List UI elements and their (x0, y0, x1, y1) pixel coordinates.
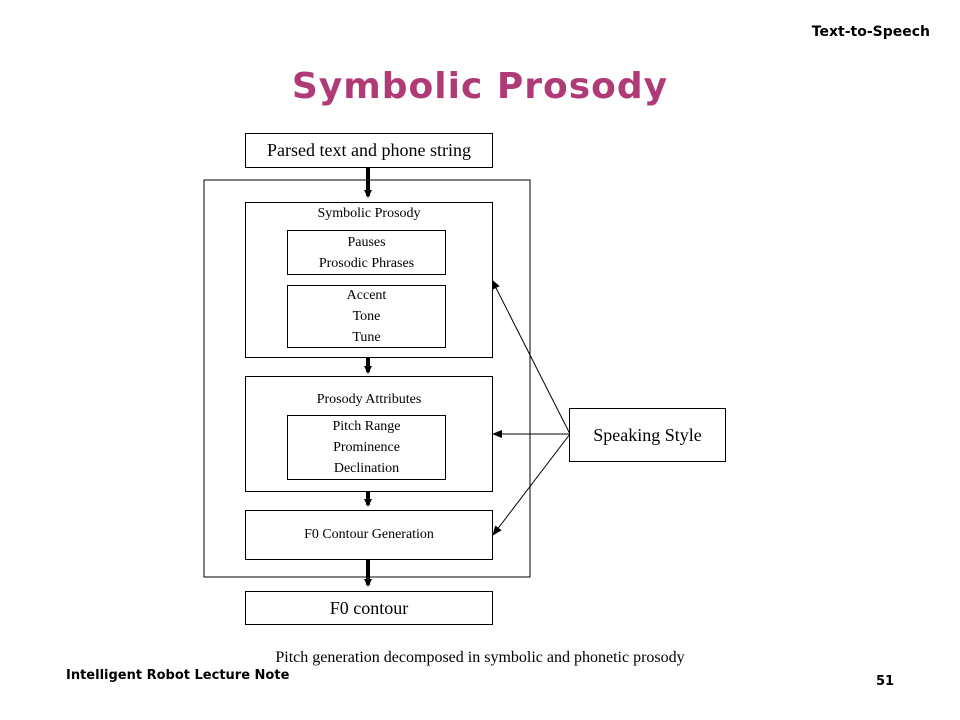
pauses-line: Pauses (347, 234, 386, 250)
accent-box: Accent Tone Tune (287, 285, 446, 348)
symbolic-prosody-label: Symbolic Prosody (317, 206, 421, 221)
arrow-style-to-f0 (492, 433, 571, 536)
speaking-style-label: Speaking Style (593, 424, 702, 445)
f0-generation-label: F0 Contour Generation (304, 527, 434, 542)
tone-line: Tone (352, 309, 381, 324)
page-number: 51 (876, 674, 895, 689)
prosodic-phrases-line: Prosodic Phrases (318, 255, 415, 271)
declination-line: Declination (333, 461, 400, 476)
footer-course: Intelligent Robot Lecture Note (66, 668, 290, 683)
prosody-attributes-label: Prosody Attributes (316, 392, 422, 407)
arrow-style-to-symbolic (491, 279, 571, 435)
prominence-line: Prominence (333, 440, 400, 455)
accent-line: Accent (346, 288, 387, 303)
f0-generation-box: F0 Contour Generation (245, 510, 493, 560)
pitch-range-line: Pitch Range (332, 419, 401, 434)
output-box-label: F0 contour (329, 597, 409, 618)
pitch-range-box: Pitch Range Prominence Declination (287, 415, 446, 480)
pauses-box: Pauses Prosodic Phrases (287, 230, 446, 275)
input-box-label: Parsed text and phone string (267, 140, 471, 160)
output-box: F0 contour (245, 591, 493, 625)
header-topic: Text-to-Speech (811, 24, 930, 40)
speaking-style-box: Speaking Style (569, 408, 726, 462)
diagram-caption: Pitch generation decomposed in symbolic … (275, 649, 685, 666)
slide-title: Symbolic Prosody (291, 66, 669, 107)
input-box: Parsed text and phone string (245, 133, 493, 168)
tune-line: Tune (352, 330, 381, 345)
